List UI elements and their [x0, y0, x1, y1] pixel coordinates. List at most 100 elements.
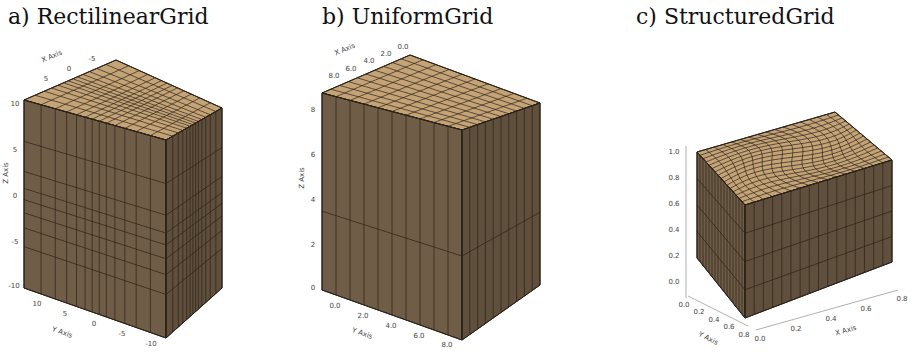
axis-line [686, 146, 687, 298]
cube-edge [322, 93, 462, 340]
grid-line [198, 121, 199, 309]
grid-line [85, 117, 86, 309]
grid-line [736, 151, 881, 195]
axis-label: 6.0 [345, 66, 356, 73]
grid-line [477, 125, 478, 329]
grid-line [469, 127, 470, 334]
axis-label: -10 [8, 283, 19, 290]
grid-cube [697, 112, 892, 318]
cube-edge [697, 152, 745, 318]
grid-line [336, 60, 423, 97]
grid-line [524, 108, 525, 296]
axis-label: 0.2 [668, 253, 679, 260]
axis-label: 5 [13, 147, 17, 154]
grid-line [41, 66, 129, 105]
grid-line [186, 128, 187, 319]
grid-line [136, 132, 137, 328]
axis-label: -5 [119, 331, 126, 338]
cube-edge [24, 100, 166, 338]
axis-label: 8.0 [441, 342, 452, 349]
grid-line [485, 122, 486, 324]
grid-cube [24, 60, 222, 338]
grid-line [501, 117, 502, 313]
grid-line [745, 237, 892, 290]
grid-line [420, 119, 421, 325]
grid-line [24, 247, 166, 295]
grid-line [195, 123, 196, 311]
axis-label: 5 [44, 76, 48, 83]
grid-line [24, 213, 166, 259]
grid-line [114, 126, 115, 320]
axis-label: 2.0 [380, 51, 391, 58]
grid-line [99, 121, 100, 314]
cube-face [322, 93, 462, 340]
axis-label: 4.0 [385, 323, 396, 330]
grid-line [166, 203, 222, 245]
grid-line [727, 142, 871, 185]
grid-line [742, 157, 888, 202]
cube-face [697, 152, 745, 318]
grid-line [375, 70, 509, 114]
cube-face [462, 103, 540, 340]
grid-line [350, 65, 436, 101]
cube-face [745, 160, 892, 318]
axis-label: Z Axis [299, 167, 306, 189]
axis-label: Y Axis [697, 331, 719, 347]
axis-label: 10 [11, 101, 20, 108]
grid-line [55, 71, 139, 109]
grid-line [364, 69, 449, 104]
axis-label: 10 [33, 301, 42, 308]
axis-label: 0.2 [693, 309, 704, 316]
grid-line [516, 111, 517, 301]
axis-label: 0.8 [896, 296, 907, 303]
grid-line [192, 125, 193, 314]
axis-label: 0.6 [668, 201, 679, 208]
cube-edge [462, 103, 540, 340]
grid-line [24, 228, 166, 275]
grid-line [24, 141, 166, 183]
cube-face [24, 100, 166, 338]
grid-line [392, 112, 393, 316]
axis-label: X Axis [835, 325, 858, 338]
cube-edge [745, 160, 892, 318]
grid-line [89, 72, 205, 118]
panel-heading: a) RectilinearGrid [8, 6, 209, 28]
grid-line [24, 188, 166, 233]
axis-label: X Axis [41, 50, 64, 65]
grid-line [715, 130, 856, 172]
grid-line [448, 126, 449, 335]
grid-line [166, 230, 222, 274]
grid-line [826, 115, 882, 163]
axis-label: Y Axis [351, 327, 373, 340]
grid-line [210, 115, 211, 299]
axis-label: 0 [311, 285, 315, 292]
grid-line [182, 130, 183, 323]
grid-line [730, 145, 874, 188]
axis-label: 0.0 [397, 44, 408, 51]
grid-line [115, 91, 184, 126]
axis-label: 2.0 [357, 313, 368, 320]
grid-line [97, 68, 211, 114]
axis-label: 2 [311, 242, 315, 249]
cube-face [166, 108, 222, 338]
grid-line [745, 211, 892, 262]
grid-cube [322, 55, 540, 340]
axis-label: Z Axis [3, 162, 10, 184]
grid-line [378, 108, 379, 310]
grid-line [106, 123, 107, 317]
grid-line [712, 127, 853, 169]
grid-line [150, 136, 151, 333]
grid-line [406, 84, 488, 115]
grid-line [697, 179, 745, 234]
grid-line [697, 232, 745, 290]
axis-label: 0 [67, 66, 71, 73]
axis-label: -10 [145, 341, 156, 348]
axis-label: 6 [311, 152, 315, 159]
grid-line [739, 154, 885, 198]
grid-line [178, 133, 179, 327]
axis-label: 0.0 [329, 303, 340, 310]
axis-label: 0.4 [825, 316, 836, 323]
